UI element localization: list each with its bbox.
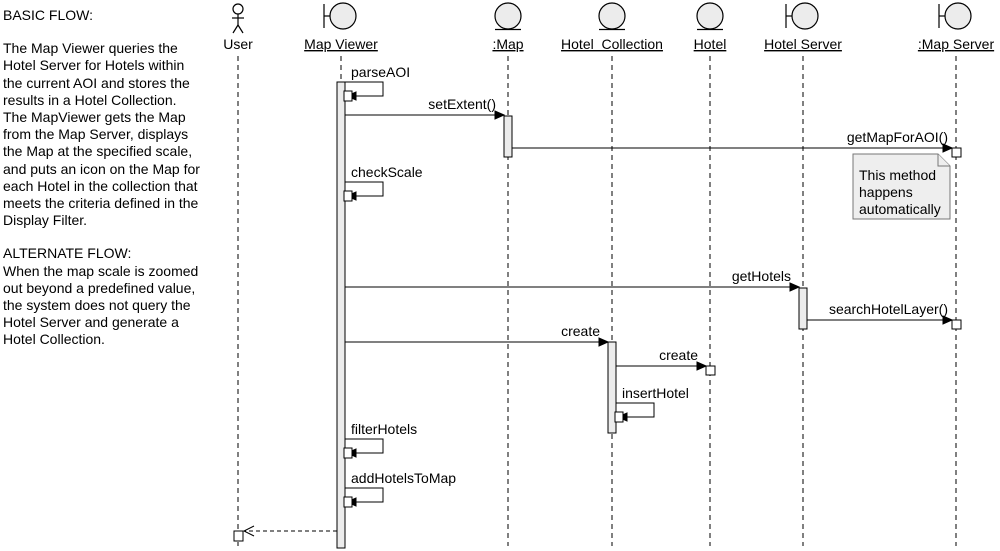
lifeline-label: Hotel: [694, 36, 727, 52]
message-label: searchHotelLayer(): [829, 301, 948, 317]
entity-icon: [696, 2, 724, 30]
self-message-line: [345, 438, 384, 454]
self-message-line: [345, 487, 384, 503]
execution-box: [343, 190, 353, 202]
arrow-head-icon: [696, 361, 708, 371]
message-filterhotels: filterHotels: [343, 421, 417, 459]
flow-description: BASIC FLOW: The Map Viewer queries the H…: [3, 7, 203, 349]
lifeline-head-hotel: Hotel: [694, 2, 727, 52]
note-line: happens: [859, 184, 913, 200]
activation-bar-hotel-server: [798, 287, 808, 330]
note-box: [852, 153, 951, 220]
arrow-head-icon: [942, 143, 954, 153]
message-label: insertHotel: [622, 385, 689, 401]
basic-flow-text: The Map Viewer queries the Hotel Server …: [3, 40, 200, 229]
execution-box: [705, 365, 716, 376]
message-label: create: [561, 323, 600, 339]
arrow-head-icon: [789, 282, 801, 292]
actor-head-icon: [232, 3, 244, 15]
lifeline-head-map-viewer: Map Viewer: [304, 2, 378, 52]
message-create: create: [345, 323, 610, 347]
message-return: [233, 525, 337, 542]
message-label: setExtent(): [428, 96, 496, 112]
boundary-icon: [329, 2, 357, 30]
message-label: create: [659, 347, 698, 363]
message-create: create: [616, 347, 716, 376]
execution-box: [233, 530, 244, 542]
lifeline-head-hotel-server: Hotel Server: [764, 2, 842, 52]
boundary-icon: [944, 2, 972, 30]
message-parseaoi: parseAOI: [343, 64, 410, 102]
lifeline-head-hotel-collection: Hotel Collection: [561, 2, 663, 52]
execution-box: [343, 90, 353, 102]
basic-flow-heading: BASIC FLOW:: [3, 7, 93, 23]
self-message-line: [616, 402, 655, 418]
lifeline-head-map-server: :Map Server: [918, 2, 995, 52]
lifeline-label: Hotel Collection: [561, 36, 663, 52]
execution-box: [951, 319, 962, 330]
entity-icon: [598, 2, 626, 30]
alternate-flow-heading: ALTERNATE FLOW:: [3, 245, 132, 262]
lifeline-label: Map Viewer: [304, 36, 378, 52]
arrow-head-icon: [494, 110, 506, 120]
arrow-head-icon: [942, 315, 954, 325]
message-inserthotel: insertHotel: [614, 385, 689, 423]
message-label: getHotels: [732, 268, 791, 284]
message-gethotels: getHotels: [345, 268, 801, 292]
message-searchhotellayer: searchHotelLayer(): [807, 301, 962, 330]
lifeline-head-map: :Map: [492, 2, 524, 52]
alternate-flow-text: When the map scale is zoomed out beyond …: [3, 262, 199, 348]
lifeline-label: Hotel Server: [764, 36, 842, 52]
note-fold-icon: [937, 154, 950, 167]
arrow-head-icon: [598, 337, 610, 347]
note-line: automatically: [859, 201, 941, 217]
message-setextent: setExtent(): [345, 96, 506, 120]
message-label: parseAOI: [351, 64, 410, 80]
message-label: checkScale: [351, 164, 423, 180]
lifeline-label: :Map: [492, 36, 523, 52]
execution-box: [343, 496, 353, 508]
open-arrow-head-icon: [242, 525, 255, 537]
actor-leg-icon: [237, 24, 244, 34]
execution-box: [343, 447, 353, 459]
activation-bar-hotel-collection: [607, 341, 617, 434]
lifeline-label: User: [223, 36, 253, 52]
activation-bar-map-viewer: [336, 81, 346, 549]
entity-icon: [494, 2, 522, 30]
boundary-icon: [791, 2, 819, 30]
message-checkscale: checkScale: [343, 164, 423, 202]
activation-bar-map: [503, 115, 513, 158]
actor-leg-icon: [232, 24, 239, 34]
self-message-line: [345, 81, 384, 97]
message-label: getMapForAOI(): [847, 129, 948, 145]
lifeline-label: :Map Server: [918, 36, 995, 52]
execution-box: [951, 147, 962, 158]
lifeline-head-user: User: [223, 3, 253, 52]
message-label: filterHotels: [351, 421, 417, 437]
message-addhotelstomap: addHotelsToMap: [343, 470, 456, 508]
self-message-line: [345, 181, 384, 197]
message-label: addHotelsToMap: [351, 470, 456, 486]
note-line: This method: [859, 167, 936, 183]
message-getmapforaoi: getMapForAOI(): [512, 129, 962, 158]
execution-box: [614, 411, 624, 423]
